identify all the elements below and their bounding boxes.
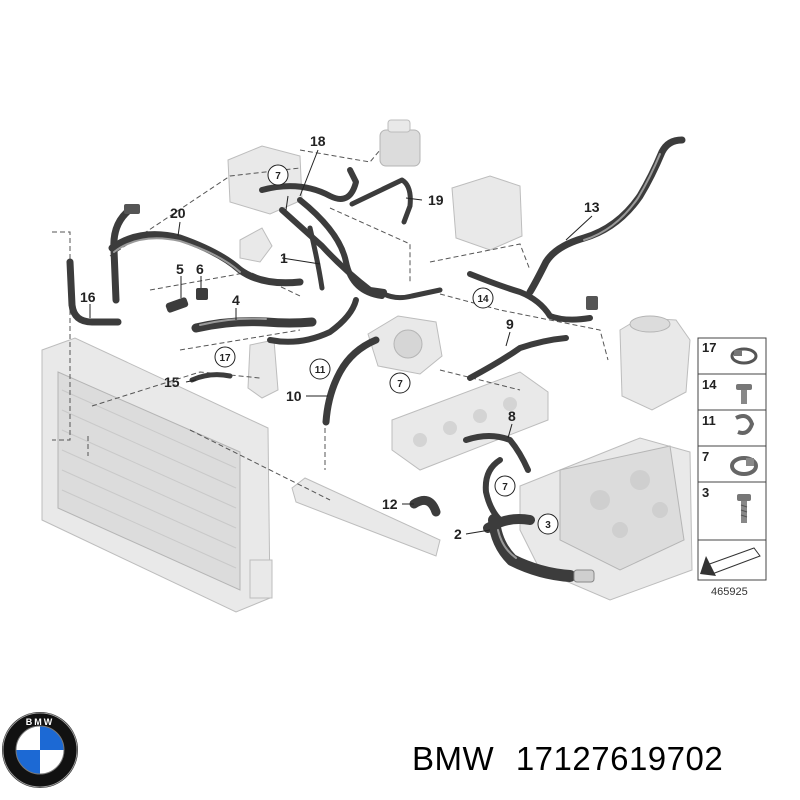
legend-number-7: 7 [702,449,709,464]
callout-1: 1 [280,250,288,266]
circled-ref-7b: 7 [397,379,403,390]
circled-ref-17: 17 [219,353,231,364]
engine-block [519,437,693,601]
callout-5: 5 [176,261,184,277]
callout-4: 4 [232,292,240,308]
callout-18: 18 [310,133,326,149]
circled-ref-7a: 7 [275,171,281,182]
caption-part-number: 17127619702 [515,740,724,777]
legend-number-11: 11 [702,413,716,428]
legend-number-17: 17 [702,340,716,355]
small-bracket [239,227,279,399]
coolant-reservoir [619,315,691,411]
circled-ref-14: 14 [477,294,489,305]
legend-number-3: 3 [702,485,709,500]
caption-brand: BMW [412,740,495,777]
callout-2: 2 [454,526,462,542]
bmw-logo-letters: BMW [26,717,55,727]
direction-arrow-icon [700,547,761,576]
hose-clamp-icon [730,347,758,365]
callout-20: 20 [170,205,186,221]
parts-legend: 17 14 11 7 3 [697,337,767,581]
part-caption: BMW 17127619702 [412,740,792,784]
bmw-logo: BMW [2,712,78,788]
callout-6: 6 [196,261,204,277]
hoses [66,136,686,582]
callout-19: 19 [428,192,444,208]
callout-12: 12 [382,496,398,512]
intake-manifold [391,371,549,471]
lower-coolant-pipe [291,477,441,557]
band-clamp-icon [730,456,758,476]
callout-8: 8 [508,408,516,424]
callout-10: 10 [286,388,302,404]
radiator [41,337,273,613]
circled-references: 7 14 17 11 7 7 3 [214,164,559,535]
callout-13: 13 [584,199,600,215]
callout-16: 16 [80,289,96,305]
legend-number-14: 14 [702,377,717,392]
diagram-reference-number: 465925 [711,586,748,598]
circled-ref-7c: 7 [502,482,508,493]
expansion-tank-top [227,119,421,215]
assembly-dashed-lines [52,149,609,501]
callout-15: 15 [164,374,180,390]
bolt-icon [736,384,752,404]
callout-labels: 18 19 20 13 1 5 6 16 4 9 15 10 8 12 2 [80,133,600,542]
clip-icon [735,414,755,435]
screw-icon [737,494,751,523]
circled-ref-3: 3 [545,520,551,531]
small-fittings [124,204,598,583]
circled-ref-11: 11 [315,365,326,376]
water-pump [367,315,443,375]
leader-lines [89,149,593,535]
callout-9: 9 [506,316,514,332]
heater-valve-block [451,175,523,251]
